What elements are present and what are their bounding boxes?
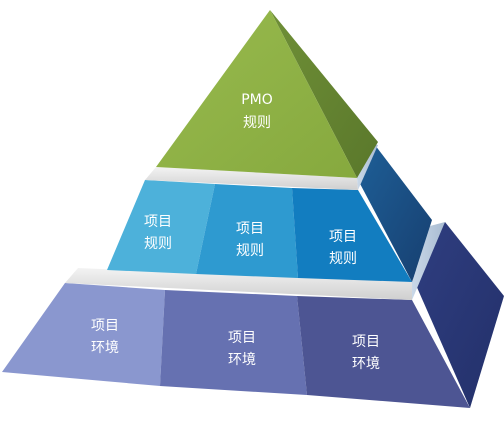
top-label-line1: PMO xyxy=(241,92,273,108)
bottom-cell-1-label-line1: 项目 xyxy=(91,318,119,334)
bottom-tier-side-face xyxy=(412,222,504,408)
middle-cell-1-label-line1: 项目 xyxy=(144,214,172,230)
middle-tier-front-cell-1 xyxy=(107,180,215,274)
bottom-cell-3-label-line1: 项目 xyxy=(352,334,380,350)
separator-lower-side xyxy=(412,222,445,300)
bottom-tier: 项目 环境 项目 环境 项目 环境 xyxy=(2,222,504,408)
middle-cell-2-label-line2: 规则 xyxy=(236,243,264,259)
bottom-cell-2-label-line2: 环境 xyxy=(228,352,256,368)
middle-tier: 项目 规则 项目 规则 项目 规则 xyxy=(107,145,432,282)
top-label-line2: 规则 xyxy=(243,115,271,131)
middle-tier-front-cell-3 xyxy=(292,188,412,282)
top-tier: PMO 规则 xyxy=(156,10,378,178)
separator-upper xyxy=(145,143,378,190)
bottom-cell-1-label-line2: 环境 xyxy=(91,340,119,356)
separator-upper-side xyxy=(357,143,378,190)
bottom-tier-front-cell-2 xyxy=(160,290,307,395)
middle-cell-1-label-line2: 规则 xyxy=(144,236,172,252)
bottom-tier-front-cell-1 xyxy=(2,283,165,386)
top-tier-front-face xyxy=(156,10,357,178)
separator-lower xyxy=(65,222,445,300)
top-tier-side-face xyxy=(270,10,378,178)
separator-lower-top xyxy=(65,268,412,300)
middle-tier-front-cell-2 xyxy=(196,184,298,278)
middle-tier-side-face xyxy=(357,145,432,282)
bottom-tier-front-cell-3 xyxy=(297,296,470,408)
middle-cell-3-label-line1: 项目 xyxy=(329,229,357,245)
bottom-cell-3-label-line2: 环境 xyxy=(352,356,380,372)
middle-cell-2-label-line1: 项目 xyxy=(236,221,264,237)
separator-upper-top xyxy=(145,167,358,190)
middle-cell-3-label-line2: 规则 xyxy=(329,251,357,267)
bottom-cell-2-label-line1: 项目 xyxy=(228,330,256,346)
